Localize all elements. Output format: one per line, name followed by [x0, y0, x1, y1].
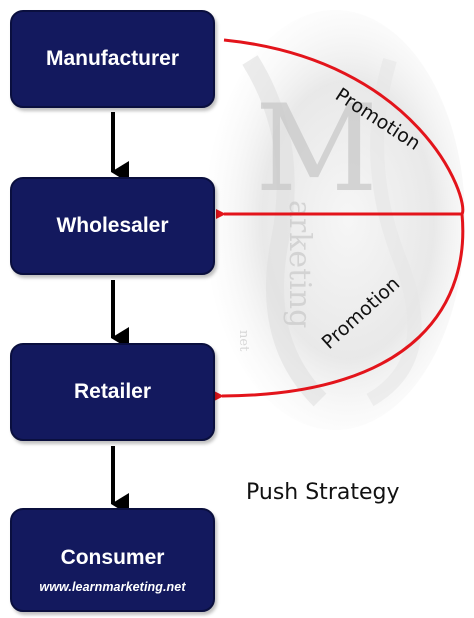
- manufacturer-label: Manufacturer: [45, 47, 180, 70]
- watermark-small: net: [236, 330, 251, 352]
- wholesaler-box: Wholesaler: [10, 177, 215, 275]
- consumer-box: Consumer www.learnmarketing.net: [10, 508, 215, 612]
- watermark-script: arketing: [282, 200, 317, 328]
- wholesaler-label: Wholesaler: [56, 214, 169, 237]
- promotion-arc-top: [223, 38, 465, 215]
- manufacturer-box: Manufacturer: [10, 10, 215, 108]
- consumer-label: Consumer: [60, 546, 165, 569]
- watermark-letter: M: [255, 80, 378, 219]
- retailer-box: Retailer: [10, 343, 215, 441]
- promotion-arc-bottom: [213, 213, 465, 402]
- retailer-label: Retailer: [73, 380, 152, 403]
- watermark-background: [205, 10, 465, 430]
- footer-url: www.learnmarketing.net: [39, 580, 186, 594]
- strategy-title: Push Strategy: [246, 480, 400, 505]
